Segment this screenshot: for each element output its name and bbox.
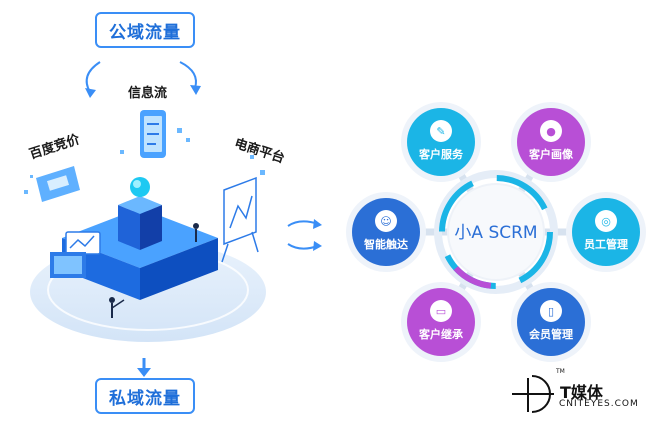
person-bottom <box>109 297 115 303</box>
globe <box>130 177 150 197</box>
node-label: 客户服务 <box>418 147 464 161</box>
node-staff-management: ◎ 员工管理 <box>566 192 646 272</box>
arrow-left-head <box>85 88 96 98</box>
smart-reach-icon: ☺ <box>380 215 391 228</box>
node-smart-reach: ☺ 智能触达 <box>346 192 426 272</box>
node-label: 客户继承 <box>418 327 464 341</box>
arrow-down-head <box>137 368 151 377</box>
center-ring-outer <box>434 170 558 294</box>
center-label: 小A SCRM <box>454 223 537 243</box>
center-ring-color <box>439 175 553 289</box>
node-customer-service: ✎ 客户服务 <box>401 102 481 182</box>
node-label: 客户画像 <box>528 147 574 161</box>
customer-inherit-icon: ▭ <box>436 305 446 318</box>
node-icon-bg <box>595 210 617 232</box>
node-icon-bg <box>430 300 452 322</box>
arrow-right-curve <box>179 61 197 89</box>
node-customer-profile: ● 客户画像 <box>511 102 591 182</box>
info-flow-label: 信息流 <box>128 86 168 101</box>
node-icon-bg <box>375 210 397 232</box>
tower-right <box>140 205 162 250</box>
person-right <box>193 223 199 229</box>
node-label: 员工管理 <box>584 237 628 251</box>
ecommerce-board <box>223 176 257 246</box>
logo-domain: CNITEYES.COM <box>559 399 639 409</box>
center-circle <box>447 183 545 281</box>
logo-tm: TM <box>556 368 565 375</box>
customer-profile-icon: ● <box>546 125 556 138</box>
staff-management-icon: ◎ <box>601 215 611 228</box>
node-icon-bg <box>540 300 562 322</box>
public-traffic-label: 公域流量 <box>109 22 181 43</box>
node-customer-inherit: ▭ 客户继承 <box>401 282 481 362</box>
hub-nodes: ✎ 客户服务 ● 客户画像 ◎ 员工管理 ▯ 会员管理 ▭ 客户继承 ☺ 智能触达 小A SCRM <box>346 102 646 362</box>
platform-right <box>140 238 218 300</box>
node-member-management: ▯ 会员管理 <box>511 282 591 362</box>
tower-left <box>118 205 140 250</box>
node-label: 会员管理 <box>529 327 573 341</box>
logo-text: T媒体 <box>560 383 603 402</box>
node-label: 智能触达 <box>364 237 408 251</box>
public-traffic-box: 公域流量 <box>95 12 195 48</box>
node-icon-bg <box>540 120 562 142</box>
arrow-left-curve <box>85 61 101 93</box>
node-icon-bg <box>430 120 452 142</box>
logo-mark <box>512 375 554 413</box>
monitor-left <box>65 231 101 255</box>
member-management-icon: ▯ <box>548 305 554 318</box>
private-traffic-label: 私域流量 <box>109 388 181 409</box>
customer-service-icon: ✎ <box>436 125 445 138</box>
arrow-right-head <box>190 85 201 95</box>
private-traffic-box: 私域流量 <box>95 378 195 414</box>
